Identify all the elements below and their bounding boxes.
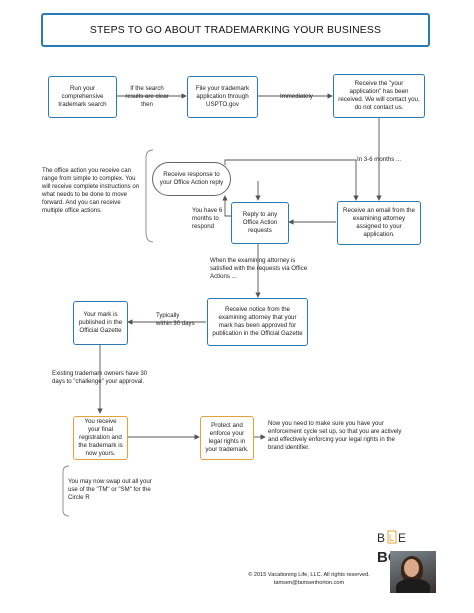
- box-reply-office-action: Reply to any Office Action requests: [231, 202, 289, 244]
- label-enforcement-cycle: Now you need to make sure you have your …: [268, 420, 402, 451]
- label-existing-owners: Existing trademark owners have 30 days t…: [52, 370, 148, 385]
- page-title: STEPS TO GO ABOUT TRADEMARKING YOUR BUSI…: [41, 13, 430, 47]
- box-application-received: Receive the "your application" has been …: [333, 74, 425, 118]
- footer: © 2015 Vacationing Life, LLC. All rights…: [230, 572, 388, 587]
- box-receive-response: Receive response to your Office Action r…: [152, 162, 231, 196]
- box-protect-rights: Protect and enforce your legal rights in…: [200, 416, 254, 460]
- label-immediately: Immediately: [280, 93, 313, 100]
- box-file-application: File your trademark application through …: [187, 76, 258, 118]
- box-final-registration: You receive your final registration and …: [73, 416, 128, 460]
- label-swap-circle-r: You may now swap out all your use of the…: [68, 478, 152, 501]
- label-3-6-months: In 3-6 months ...: [357, 156, 402, 163]
- box-mark-published: Your mark is published in the Official G…: [73, 301, 128, 345]
- footer-copyright: © 2015 Vacationing Life, LLC. All rights…: [248, 572, 370, 578]
- label-6-months-to-respond: You have 6 months to respond: [192, 207, 223, 230]
- label-typically-30-days: Typically within 30 days: [156, 312, 195, 327]
- box-email-from-attorney: Receive an email from the examining atto…: [337, 201, 421, 245]
- note-office-action: The office action you receive can range …: [42, 167, 140, 214]
- box-notice-of-publication: Receive notice from the examining attorn…: [207, 298, 308, 346]
- author-photo: [390, 551, 436, 593]
- label-if-search-clear: If the search results are clear then: [125, 85, 169, 108]
- box-trademark-search: Run your comprehensive trademark search: [48, 76, 117, 118]
- svg-text:B: B: [377, 531, 385, 545]
- label-attorney-satisfied: When the examining attorney is satisfied…: [210, 257, 308, 280]
- svg-text:E: E: [398, 531, 406, 545]
- svg-text:L: L: [389, 533, 394, 543]
- footer-email: tamsen@tamsenhorton.com: [273, 579, 345, 586]
